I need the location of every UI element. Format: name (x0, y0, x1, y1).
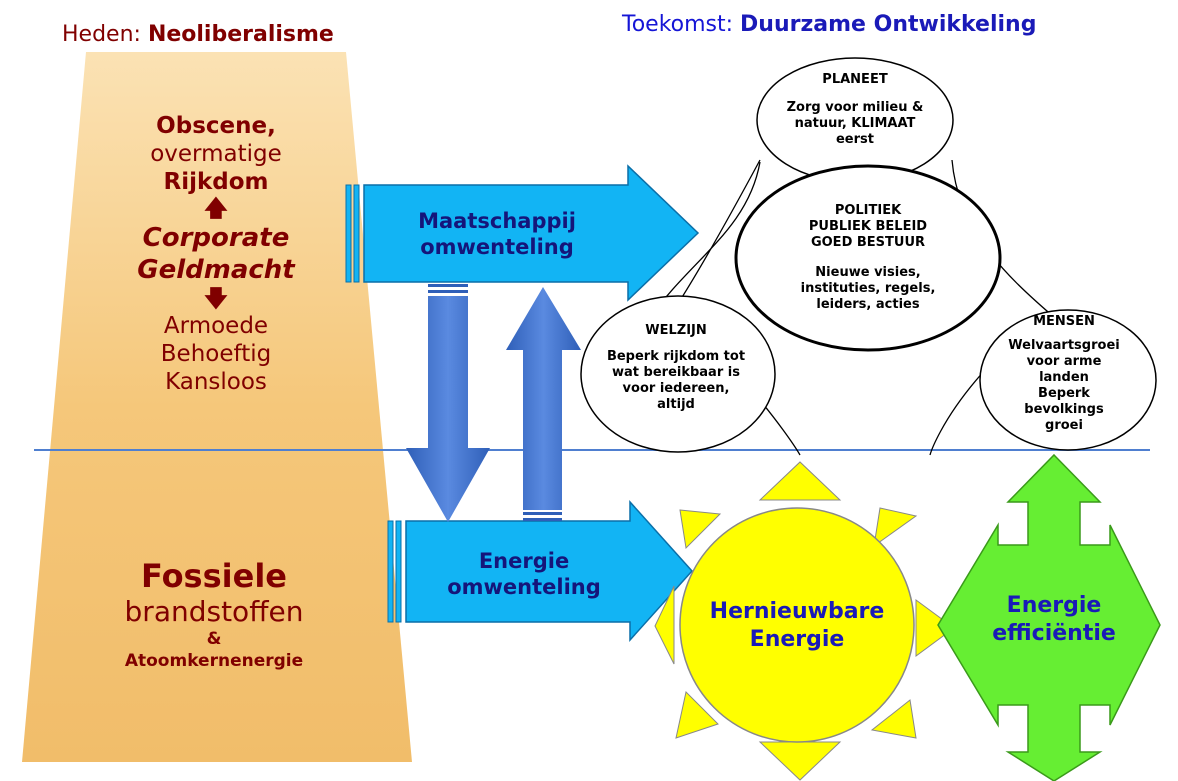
sun-label: Hernieuwbare Energie (710, 598, 885, 654)
future-prefix: Toekomst: (622, 12, 734, 37)
future-title: Toekomst: Duurzame Ontwikkeling (622, 12, 1036, 37)
present-label: Neoliberalisme (147, 22, 334, 47)
pillar-top-line2: overmatige (150, 141, 282, 167)
politiek-circle (734, 164, 1002, 352)
energy-label-line1: Energie (478, 549, 570, 573)
energy-arrow-label: Energie omwenteling (447, 548, 601, 600)
sun-line1: Hernieuwbare (709, 599, 885, 624)
down-arrow (406, 284, 490, 522)
pillar-bottom-line3: & (206, 629, 222, 649)
welzijn-text: WELZIJN Beperk rijkdom tot wat bereikbaa… (607, 323, 745, 413)
pillar-top-line4: Corporate (142, 223, 290, 253)
efficiency-line2: efficiëntie (992, 621, 1116, 646)
present-prefix: Heden: (62, 22, 141, 47)
politiek-line6: leiders, acties (816, 297, 920, 312)
welzijn-line4: altijd (657, 397, 695, 412)
sun-line2: Energie (749, 627, 845, 652)
present-title: Heden: Neoliberalisme (62, 22, 334, 47)
politiek-line5: instituties, regels, (800, 281, 936, 296)
mensen-circle (979, 309, 1157, 451)
mensen-text: MENSEN Welvaartsgroei voor arme landen B… (1007, 314, 1121, 434)
efficiency-shape (937, 453, 1161, 781)
pillar-top-line1: Obscene, (156, 113, 276, 139)
mensen-line1: Welvaartsgroei (1008, 338, 1120, 353)
pillar-bottom-line1: Fossiele (141, 557, 287, 595)
fossil-pillar (22, 52, 412, 762)
politiek-text: POLITIEK PUBLIEK BELEID GOED BESTUUR Nie… (801, 203, 936, 313)
pillar-top-line5: Geldmacht (137, 255, 295, 285)
politiek-line1: POLITIEK (834, 203, 902, 218)
politiek-line3: GOED BESTUUR (810, 235, 926, 250)
pillar-top-line3: Rijkdom (163, 169, 269, 195)
energy-label-line2: omwenteling (447, 575, 601, 599)
pillar-top-line7: Behoeftig (160, 341, 272, 367)
future-label: Duurzame Ontwikkeling (740, 12, 1037, 37)
politiek-line2: PUBLIEK BELEID (808, 219, 928, 234)
welzijn-line2: wat bereikbaar is (612, 365, 740, 380)
energy-arrow (387, 500, 694, 642)
mensen-line4: groei (1045, 418, 1083, 433)
welzijn-line3: voor iedereen, (622, 381, 730, 396)
society-label-line1: Maatschappij (418, 209, 576, 233)
pillar-bottom-line2: brandstoffen (124, 595, 304, 628)
sun-rays (654, 461, 955, 781)
sun (679, 507, 915, 743)
down-arrow-icon: 🡇 (204, 286, 228, 312)
pillar-bottom-line4: Atoomkernenergie (124, 651, 304, 671)
planeet-line2: natuur, KLIMAAT (794, 116, 916, 131)
planeet-line3: eerst (835, 132, 874, 147)
pillar-top-line6: Armoede (163, 313, 269, 339)
mensen-title: MENSEN (1033, 314, 1095, 329)
planeet-line1: Zorg voor milieu & (786, 100, 924, 115)
pillar-top-text: Obscene, overmatige Rijkdom 🡅 Corporate … (137, 112, 295, 396)
politiek-line4: Nieuwe visies, (815, 265, 921, 280)
efficiency-line1: Energie (1006, 593, 1102, 618)
welzijn-line1: Beperk rijkdom tot (606, 349, 746, 364)
mensen-line2: voor arme landen (1026, 354, 1102, 385)
welzijn-circle (580, 295, 776, 453)
planeet-title: PLANEET (822, 72, 888, 87)
mensen-line3: Beperk bevolkings (1024, 386, 1104, 417)
up-arrow (506, 287, 581, 521)
pillar-bottom-text: Fossiele brandstoffen & Atoomkernenergie (125, 556, 304, 672)
up-arrow-icon: 🡅 (204, 196, 228, 222)
planeet-text: PLANEET Zorg voor milieu & natuur, KLIMA… (787, 72, 924, 148)
pillar-top-line8: Kansloos (165, 369, 267, 395)
welzijn-title: WELZIJN (645, 323, 707, 338)
society-arrow (345, 164, 700, 302)
efficiency-label: Energie efficiëntie (992, 592, 1116, 648)
society-arrow-label: Maatschappij omwenteling (418, 208, 576, 260)
society-label-line2: omwenteling (420, 235, 574, 259)
